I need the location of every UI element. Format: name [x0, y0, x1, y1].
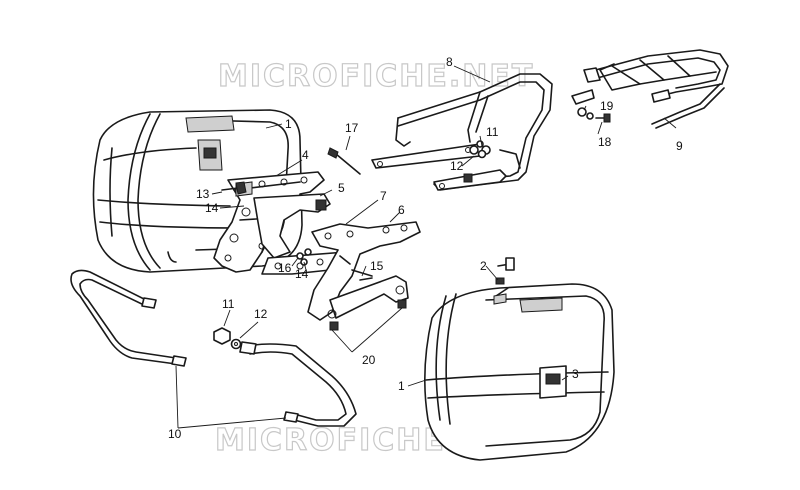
leader-lines — [175, 65, 677, 429]
fasteners-14-16 — [296, 248, 373, 281]
label-20: 20 — [362, 353, 376, 367]
label-2: 2 — [480, 259, 487, 273]
label-1-lower: 1 — [398, 379, 405, 393]
rear-carrier-frame — [371, 73, 553, 191]
label-10: 10 — [168, 427, 182, 441]
label-12-upper: 12 — [450, 159, 464, 173]
carrier-bracket-right — [307, 221, 421, 331]
label-14-right: 14 — [295, 267, 309, 281]
rear-luggage-rack — [571, 49, 729, 129]
label-11-lower: 11 — [222, 297, 235, 311]
nut-11-washer-12-upper — [469, 145, 487, 159]
label-7: 7 — [380, 189, 387, 203]
right-side-case — [424, 283, 615, 461]
bolt-13 — [221, 181, 247, 195]
label-13: 13 — [196, 187, 210, 201]
label-8: 8 — [446, 55, 453, 69]
label-9: 9 — [676, 139, 683, 153]
label-3: 3 — [572, 367, 579, 381]
label-15: 15 — [370, 259, 384, 273]
label-19: 19 — [600, 99, 614, 113]
label-5: 5 — [338, 181, 345, 195]
label-1-upper: 1 — [285, 117, 292, 131]
label-18: 18 — [598, 135, 612, 149]
label-12-lower: 12 — [254, 307, 268, 321]
nut-11-washer-12-lower — [213, 327, 242, 350]
label-4: 4 — [302, 148, 309, 162]
part-labels: 1 4 5 6 7 8 9 10 11 11 12 12 13 14 14 15… — [168, 55, 683, 441]
label-16: 16 — [278, 261, 292, 275]
watermark-top: MICROFICHE.NET — [218, 59, 534, 94]
carrier-bracket-left — [213, 171, 349, 275]
label-11-upper: 11 — [486, 125, 499, 139]
side-bar-left — [70, 269, 187, 367]
screw-17 — [327, 147, 361, 175]
label-17: 17 — [345, 121, 359, 135]
lock-key-2 — [495, 257, 515, 285]
label-14-left: 14 — [205, 201, 219, 215]
side-bar-right — [239, 341, 357, 427]
label-6: 6 — [398, 203, 405, 217]
